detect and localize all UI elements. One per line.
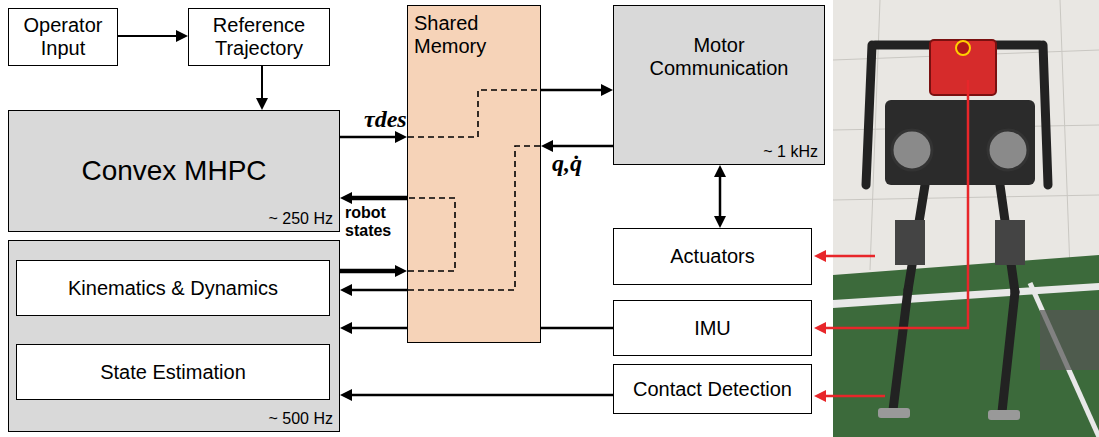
module-box: Kinematics & DynamicsState Estimation ~ 5…	[8, 240, 340, 432]
process-box: Kinematics & Dynamics	[16, 260, 330, 316]
signal-arrow	[719, 177, 722, 216]
photo-background	[833, 0, 1099, 437]
signal-arrow	[352, 394, 613, 397]
box-label: Motor Communication	[644, 34, 794, 80]
signal-arrow	[118, 35, 176, 37]
box-label: Convex MHPC	[81, 155, 266, 187]
edge-label: q,q̇	[552, 150, 582, 177]
box-label: Kinematics & Dynamics	[68, 277, 278, 300]
signal-arrow	[261, 66, 263, 98]
edge-label: τdes	[364, 106, 407, 133]
process-box: State Estimation	[16, 344, 330, 400]
signal-arrow	[541, 89, 601, 92]
module-box: Contact Detection	[613, 364, 812, 414]
module-box: Motor Communication ~ 1 kHz	[613, 5, 825, 165]
box-label: Operator Input	[15, 14, 111, 60]
box-label: State Estimation	[100, 361, 246, 384]
edge-label: robot states	[345, 204, 405, 239]
signal-arrow	[352, 196, 407, 201]
box-label: Actuators	[670, 245, 754, 268]
box-label: Contact Detection	[633, 378, 792, 401]
memory-block: Shared Memory	[407, 5, 541, 343]
signal-arrow	[352, 289, 407, 292]
module-box: Operator Input	[8, 8, 118, 66]
sensor-leader	[826, 80, 968, 396]
signal-arrow	[340, 136, 395, 139]
rate-label: ~ 250 Hz	[269, 210, 333, 228]
module-box: IMU	[613, 300, 812, 356]
signal-arrow	[340, 269, 395, 274]
module-box: Reference Trajectory	[188, 8, 330, 66]
module-box: Convex MHPC ~ 250 Hz	[8, 110, 340, 232]
signal-arrow	[553, 145, 613, 148]
box-label: Reference Trajectory	[195, 14, 323, 60]
box-label: IMU	[694, 317, 731, 340]
rate-label: ~ 500 Hz	[269, 410, 333, 428]
robot-figure	[866, 40, 1048, 420]
module-box: Actuators	[613, 228, 812, 285]
rate-label: ~ 1 kHz	[763, 143, 818, 161]
box-label: Shared Memory	[414, 12, 526, 58]
